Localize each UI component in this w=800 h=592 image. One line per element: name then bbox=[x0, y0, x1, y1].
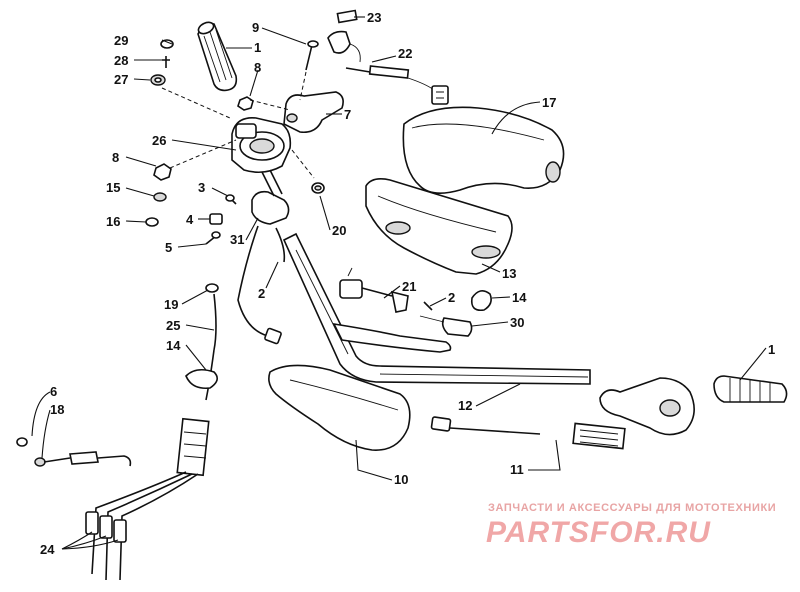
callout-6: 6 bbox=[50, 384, 57, 399]
callout-12: 12 bbox=[458, 398, 472, 413]
part-lever-30 bbox=[419, 315, 473, 337]
callout-8-lower: 8 bbox=[112, 150, 119, 165]
callout-23: 23 bbox=[367, 10, 381, 25]
callout-17: 17 bbox=[542, 95, 556, 110]
part-screw-28 bbox=[162, 56, 170, 68]
callout-18: 18 bbox=[50, 402, 64, 417]
part-washer-16 bbox=[145, 217, 159, 227]
assembly-guide-lines bbox=[161, 71, 315, 179]
callout-5: 5 bbox=[165, 240, 172, 255]
part-tag-23 bbox=[336, 9, 358, 24]
part-heater-11 bbox=[430, 416, 626, 450]
part-right-grip bbox=[599, 375, 788, 436]
callout-8-upper: 8 bbox=[254, 60, 261, 75]
part-clamp-26 bbox=[231, 117, 292, 174]
callout-7: 7 bbox=[344, 107, 351, 122]
leader-lines bbox=[31, 16, 767, 550]
callout-13: 13 bbox=[502, 266, 516, 281]
part-cover-13 bbox=[365, 178, 513, 275]
part-grommet-20 bbox=[311, 182, 325, 194]
part-bolt-9 bbox=[305, 40, 319, 71]
callout-15: 15 bbox=[106, 180, 120, 195]
parts-drawing bbox=[16, 9, 788, 581]
part-ring-14-left bbox=[185, 368, 218, 390]
callout-11: 11 bbox=[510, 462, 524, 477]
callout-labels: 1 1 2 2 3 4 5 6 7 8 8 9 10 11 12 13 14 1… bbox=[40, 10, 775, 557]
part-washer-15 bbox=[153, 192, 167, 202]
part-switch-21 bbox=[339, 267, 409, 313]
callout-19: 19 bbox=[164, 297, 178, 312]
part-clip-6-18 bbox=[16, 437, 132, 467]
callout-24: 24 bbox=[40, 542, 55, 557]
callout-31: 31 bbox=[230, 232, 244, 247]
part-ferrule-19 bbox=[205, 283, 219, 293]
callout-1-right-grip: 1 bbox=[768, 342, 775, 357]
part-nut-8-upper bbox=[237, 96, 254, 111]
callout-3: 3 bbox=[198, 180, 205, 195]
callout-30: 30 bbox=[510, 315, 524, 330]
callout-16: 16 bbox=[106, 214, 120, 229]
part-screw-5 bbox=[205, 231, 221, 245]
part-pad-17 bbox=[402, 106, 565, 194]
callout-14-right: 14 bbox=[512, 290, 527, 305]
part-pad-10 bbox=[268, 364, 411, 451]
part-handlebar-12 bbox=[282, 232, 591, 385]
callout-21: 21 bbox=[402, 279, 416, 294]
part-clip-4 bbox=[209, 213, 223, 225]
callout-27: 27 bbox=[114, 72, 128, 87]
callout-25: 25 bbox=[166, 318, 180, 333]
part-screw-3 bbox=[225, 194, 237, 205]
callout-26: 26 bbox=[152, 133, 166, 148]
callout-22: 22 bbox=[398, 46, 412, 61]
callout-2-cable: 2 bbox=[258, 286, 265, 301]
part-switch-22 bbox=[327, 30, 449, 105]
part-nut-8-lower bbox=[153, 163, 172, 181]
part-washer-27 bbox=[150, 74, 166, 86]
callout-9: 9 bbox=[252, 20, 259, 35]
part-throttle-31 bbox=[251, 169, 290, 225]
callout-4: 4 bbox=[186, 212, 194, 227]
part-cap-29 bbox=[160, 39, 174, 49]
part-left-grip bbox=[197, 21, 238, 92]
part-bracket-7 bbox=[283, 91, 344, 134]
callout-1-left-grip: 1 bbox=[254, 40, 261, 55]
watermark-logo: PARTSFOR.RU bbox=[486, 516, 711, 549]
callout-28: 28 bbox=[114, 53, 128, 68]
watermark: ЗАПЧАСТИ И АКСЕССУАРЫ ДЛЯ МОТОТЕХНИКИ PA… bbox=[486, 502, 776, 549]
part-cables-24 bbox=[85, 471, 199, 581]
callout-20: 20 bbox=[332, 223, 346, 238]
part-ring-14-right bbox=[470, 290, 492, 312]
callout-2-pin: 2 bbox=[448, 290, 455, 305]
watermark-tagline: ЗАПЧАСТИ И АКСЕССУАРЫ ДЛЯ МОТОТЕХНИКИ bbox=[488, 502, 776, 514]
part-cable-2 bbox=[237, 225, 286, 345]
callout-14-left: 14 bbox=[166, 338, 181, 353]
callout-29: 29 bbox=[114, 33, 128, 48]
part-pin-2-right bbox=[423, 301, 433, 311]
part-junction-block bbox=[176, 417, 210, 477]
callout-10: 10 bbox=[394, 472, 408, 487]
